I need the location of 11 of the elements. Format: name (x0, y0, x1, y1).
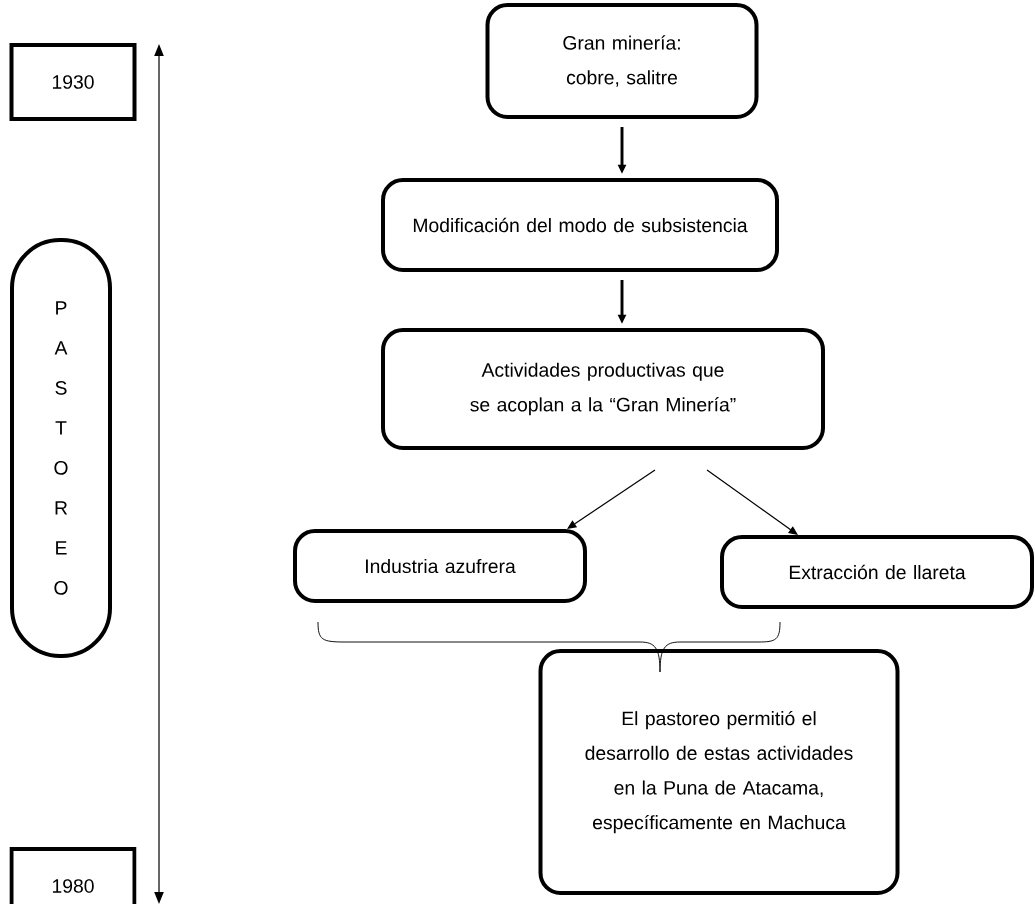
process-box: Extracción de llareta (720, 535, 1034, 609)
year-box: 1980 (9, 847, 137, 904)
arrow (567, 469, 656, 529)
process-box: Gran minería: cobre, salitre (485, 3, 759, 119)
process-box: Actividades productivas que se acoplan a la “Gran Minería” (381, 328, 825, 450)
process-box: Industria azufrera (293, 529, 587, 603)
arrow (706, 469, 798, 535)
process-box: Modificación del modo de subsistencia (381, 178, 779, 272)
result-box: El pastoreo permitió el desarrollo de estas actividades en la Puna de Atacama, específicamente en Machuca (538, 649, 900, 895)
year-box: 1930 (9, 43, 137, 121)
period-pill: PASTOREO (10, 238, 112, 658)
